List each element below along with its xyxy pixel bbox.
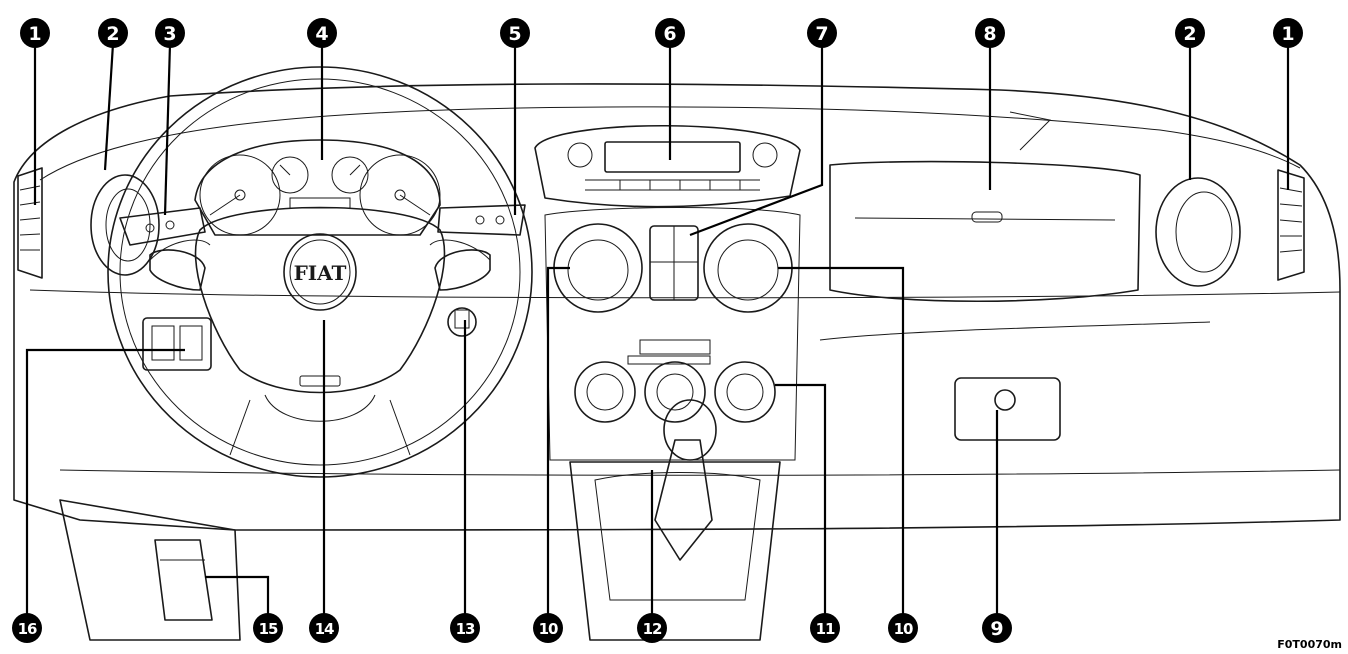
dashboard-body [13,83,1341,531]
callout-3: 3 [155,18,185,48]
callout-11: 11 [810,613,840,643]
airbag-panel [829,160,1141,303]
gear-lever [569,399,781,641]
outer-vent-right [1155,177,1241,287]
outer-vent-left [90,174,160,276]
callout-10-right: 10 [888,613,918,643]
glovebox [819,321,1211,441]
callout-12: 12 [637,613,667,643]
svg-text:4: 4 [315,23,328,45]
figure-code: F0T0070m [1277,638,1342,651]
lower-column [59,499,241,641]
stalk-left [119,207,206,246]
callout-8: 8 [975,18,1005,48]
svg-text:10: 10 [539,620,558,638]
svg-text:12: 12 [643,620,662,638]
callout-15: 15 [253,613,283,643]
callout-9: 9 [982,613,1012,643]
left-switch-panel [142,317,212,371]
svg-text:1: 1 [28,23,41,45]
svg-text:13: 13 [456,620,475,638]
ignition [447,307,477,337]
instrument-cluster [194,139,441,236]
callouts: 1 2 3 4 5 6 7 8 [12,18,1303,643]
svg-text:10: 10 [894,620,913,638]
svg-text:1: 1 [1281,23,1294,45]
callout-1-left: 1 [20,18,50,48]
svg-text:11: 11 [816,620,835,638]
callout-1-right: 1 [1273,18,1303,48]
side-vent-right [1277,169,1305,281]
callout-7: 7 [807,18,837,48]
callout-16: 16 [12,613,42,643]
svg-text:15: 15 [259,620,278,638]
svg-text:3: 3 [163,23,176,45]
callout-2-right: 2 [1175,18,1205,48]
hazard-switch-block [649,225,699,301]
callout-10-left: 10 [533,613,563,643]
svg-text:16: 16 [18,620,37,638]
steering-wheel: FIAT [107,66,533,478]
svg-text:7: 7 [815,23,828,45]
svg-text:2: 2 [106,23,119,45]
callout-2-left: 2 [98,18,128,48]
callout-14: 14 [309,613,339,643]
svg-text:6: 6 [663,23,676,45]
svg-text:2: 2 [1183,23,1196,45]
radio-unit [534,124,801,208]
side-vent-left [17,167,43,279]
callout-5: 5 [500,18,530,48]
stalk-right [437,204,526,236]
svg-text:5: 5 [508,23,521,45]
svg-text:14: 14 [315,620,334,638]
callout-6: 6 [655,18,685,48]
leader-lines [25,43,1290,615]
callout-13: 13 [450,613,480,643]
callout-4: 4 [307,18,337,48]
climate-controls [574,339,776,423]
svg-text:9: 9 [990,618,1003,640]
fiat-logo-text: FIAT [294,261,347,285]
svg-text:8: 8 [983,23,996,45]
